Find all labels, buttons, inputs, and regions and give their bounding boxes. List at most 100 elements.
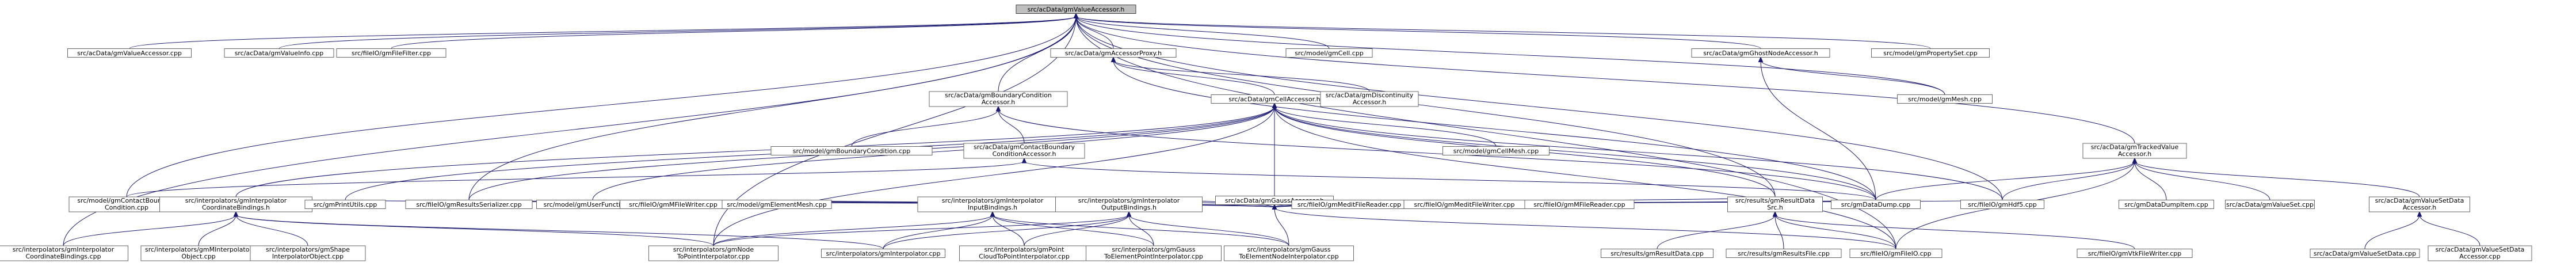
graph-node-src-interpolators-gminterpolator-coordinatebindings-cpp[interactable]: src/interpolators/gmInterpolatorCoordina… bbox=[0, 245, 128, 261]
graph-node-src-acdata-gmaccessorproxy-h[interactable]: src/acData/gmAccessorProxy.h bbox=[1050, 48, 1177, 58]
node-box bbox=[224, 48, 334, 58]
graph-node-src-fileio-gmhdf5-cpp[interactable]: src/fileIO/gmHdf5.cpp bbox=[1960, 200, 2044, 209]
graph-node-src-fileio-gmresultsserializer-cpp[interactable]: src/fileIO/gmResultsSerializer.cpp bbox=[405, 200, 533, 209]
graph-edge bbox=[126, 16, 1077, 197]
graph-node-src-gmdatadumpitem-cpp[interactable]: src/gmDataDumpItem.cpp bbox=[2119, 200, 2214, 209]
node-label: src/fileIO/gmMFileReader.cpp bbox=[1533, 201, 1625, 208]
graph-node-src-acdata-gmcellaccessor-h[interactable]: src/acData/gmCellAccessor.h bbox=[1211, 94, 1338, 104]
node-box bbox=[963, 143, 1085, 159]
graph-edge-arrowhead bbox=[1272, 204, 1277, 210]
node-box bbox=[1086, 245, 1222, 261]
node-label: src/model/gmUserFunction.cpp bbox=[544, 201, 642, 208]
node-label: src/acData/gmDiscontinuity bbox=[1326, 92, 1414, 99]
graph-edge bbox=[235, 214, 308, 246]
graph-node-src-fileio-gmmeditfilewriter-cpp[interactable]: src/fileIO/gmMeditFileWriter.cpp bbox=[1403, 200, 1525, 209]
graph-node-src-interpolators-gminterpolator-outputbindings-h[interactable]: src/interpolators/gmInterpolatorOutputBi… bbox=[1055, 196, 1203, 212]
graph-node-src-interpolators-gmminterpolator-object-cpp[interactable]: src/interpolators/gmMInterpolatorObject.… bbox=[140, 245, 257, 261]
graph-node-src-interpolators-gmshape-interpolatorobject-cpp[interactable]: src/interpolators/gmShapeInterpolatorObj… bbox=[250, 245, 366, 261]
node-box bbox=[140, 245, 257, 261]
node-box bbox=[1831, 200, 1921, 209]
graph-edge bbox=[1128, 214, 1154, 246]
graph-edge bbox=[2134, 161, 2167, 200]
graph-node-src-acdata-gmvalueaccessor-h[interactable]: src/acData/gmValueAccessor.h bbox=[1016, 5, 1136, 14]
graph-edge bbox=[1075, 16, 2135, 144]
graph-edge bbox=[63, 214, 236, 246]
node-label: src/acData/gmAccessorProxy.h bbox=[1065, 50, 1162, 57]
graph-node-src-acdata-gmvalueaccessor-cpp[interactable]: src/acData/gmValueAccessor.cpp bbox=[67, 48, 192, 58]
node-label: Condition.cpp bbox=[105, 204, 148, 211]
graph-node-src-acdata-gmghostnodeaccessor-h[interactable]: src/acData/gmGhostNodeAccessor.h bbox=[1691, 48, 1830, 58]
graph-node-src-fileio-gmfileio-cpp[interactable]: src/fileIO/gmFileIO.cpp bbox=[1849, 249, 1943, 258]
graph-edge bbox=[1075, 16, 1330, 49]
node-label: src/interpolators/gmGauss bbox=[1247, 246, 1331, 253]
graph-node-src-results-gmresultdata-cpp[interactable]: src/results/gmResultData.cpp bbox=[1601, 249, 1713, 258]
node-label: Accessor.cpp bbox=[2459, 253, 2500, 260]
graph-node-src-results-gmresultsfile-cpp[interactable]: src/results/gmResultsFile.cpp bbox=[1726, 249, 1842, 258]
graph-node-src-interpolators-gmnode-topointinterpolator-cpp[interactable]: src/interpolators/gmNodeToPointInterpola… bbox=[648, 245, 778, 261]
graph-edge bbox=[1075, 16, 1776, 197]
graph-node-src-model-gmmesh-cpp[interactable]: src/model/gmMesh.cpp bbox=[1897, 94, 1993, 104]
graph-node-src-acdata-gmvalueinfo-cpp[interactable]: src/acData/gmValueInfo.cpp bbox=[224, 48, 334, 58]
node-label: src/acData/gmValueAccessor.h bbox=[1028, 6, 1125, 13]
graph-edge bbox=[1657, 214, 1776, 249]
node-box bbox=[1691, 48, 1830, 58]
graph-node-src-interpolators-gmgauss-toelementpointinterpolator-cpp[interactable]: src/interpolators/gmGaussToElementPointI… bbox=[1086, 245, 1222, 261]
graph-node-src-fileio-gmmeditfilereader-cpp[interactable]: src/fileIO/gmMeditFileReader.cpp bbox=[1291, 200, 1407, 209]
node-label: src/fileIO/gmVtkFileWriter.cpp bbox=[2088, 250, 2182, 257]
node-label: src/acData/gmValueSet.cpp bbox=[2226, 201, 2314, 208]
graph-node-src-fileio-gmvtkfilewriter-cpp[interactable]: src/fileIO/gmVtkFileWriter.cpp bbox=[2077, 249, 2193, 258]
graph-edge-arrowhead bbox=[1126, 211, 1132, 217]
node-label: Accessor.h bbox=[2118, 150, 2151, 158]
graph-edge bbox=[1875, 161, 2135, 200]
node-label: src/fileIO/gmMFileWriter.cpp bbox=[629, 201, 718, 208]
graph-edge bbox=[1113, 60, 1876, 200]
node-box bbox=[821, 249, 945, 258]
node-label: src/fileIO/gmFileIO.cpp bbox=[1860, 250, 1931, 257]
graph-edge bbox=[1075, 16, 1761, 49]
graph-node-src-acdata-gmcontactboundary-conditionaccessor-h[interactable]: src/acData/gmContactBoundaryConditionAcc… bbox=[963, 143, 1085, 159]
graph-node-src-fileio-gmfilefilter-cpp[interactable]: src/fileIO/gmFileFilter.cpp bbox=[336, 48, 446, 58]
node-label: src/interpolators/gmShape bbox=[266, 246, 350, 253]
graph-edge bbox=[713, 106, 1275, 246]
graph-edge bbox=[992, 214, 1154, 246]
node-label: src/acData/gmBoundaryCondition bbox=[945, 92, 1052, 99]
graph-node-src-gmprintutils-cpp[interactable]: src/gmPrintUtils.cpp bbox=[304, 200, 386, 209]
node-box bbox=[2428, 245, 2532, 261]
graph-node-src-model-gmcell-cpp[interactable]: src/model/gmCell.cpp bbox=[1285, 48, 1373, 58]
graph-edge bbox=[235, 214, 884, 249]
graph-node-src-model-gmpropertyset-cpp[interactable]: src/model/gmPropertySet.cpp bbox=[1871, 48, 1990, 58]
graph-edge bbox=[2419, 214, 2480, 246]
graph-node-src-fileio-gmmfilewriter-cpp[interactable]: src/fileIO/gmMFileWriter.cpp bbox=[620, 200, 727, 209]
graph-node-src-acdata-gmvaluesetdata-cpp[interactable]: src/acData/gmValueSetData.cpp bbox=[2310, 249, 2420, 258]
graph-nodes: src/acData/gmValueAccessor.h src/acData/g… bbox=[0, 5, 2532, 261]
graph-edge bbox=[998, 16, 1077, 92]
graph-node-src-model-gmelementmesh-cpp[interactable]: src/model/gmElementMesh.cpp bbox=[722, 200, 832, 209]
graph-node-src-model-gmcellmesh-cpp[interactable]: src/model/gmCellMesh.cpp bbox=[1442, 146, 1550, 155]
graph-node-src-interpolators-gminterpolator-coordinatebindings-h[interactable]: src/interpolators/gmInterpolatorCoordina… bbox=[159, 196, 312, 212]
graph-node-src-interpolators-gminterpolator-inputbindings-h[interactable]: src/interpolators/gmInterpolatorInputBin… bbox=[917, 196, 1068, 212]
graph-node-src-interpolators-gmpoint-cloudtopointinterpolator-cpp[interactable]: src/interpolators/gmPointCloudToPointInt… bbox=[959, 245, 1089, 261]
graph-edge bbox=[1760, 60, 1876, 200]
node-label: src/gmDataDumpItem.cpp bbox=[2124, 201, 2208, 208]
graph-node-src-interpolators-gmgauss-toelementnodeinterpolator-cpp[interactable]: src/interpolators/gmGaussToElementNodeIn… bbox=[1224, 245, 1354, 261]
graph-node-src-gmdatadump-cpp[interactable]: src/gmDataDump.cpp bbox=[1831, 200, 1921, 209]
node-label: src/gmDataDump.cpp bbox=[1841, 201, 1910, 208]
node-box bbox=[722, 200, 832, 209]
graph-edge bbox=[1274, 106, 2003, 200]
graph-edge-arrowhead bbox=[1758, 56, 1764, 62]
graph-node-src-acdata-gmvalueset-cpp[interactable]: src/acData/gmValueSet.cpp bbox=[2225, 200, 2315, 209]
graph-node-src-model-gmboundarycondition-cpp[interactable]: src/model/gmBoundaryCondition.cpp bbox=[770, 146, 933, 155]
node-label: src/fileIO/gmResultsSerializer.cpp bbox=[416, 201, 521, 208]
node-box bbox=[2077, 249, 2193, 258]
graph-node-src-interpolators-gminterpolator-cpp[interactable]: src/interpolators/gmInterpolator.cpp bbox=[821, 249, 945, 258]
graph-node-src-fileio-gmmfilereader-cpp[interactable]: src/fileIO/gmMFileReader.cpp bbox=[1524, 200, 1635, 209]
node-label: src/fileIO/gmFileFilter.cpp bbox=[352, 50, 431, 57]
graph-edge bbox=[1075, 16, 1945, 95]
graph-edge bbox=[235, 214, 714, 246]
